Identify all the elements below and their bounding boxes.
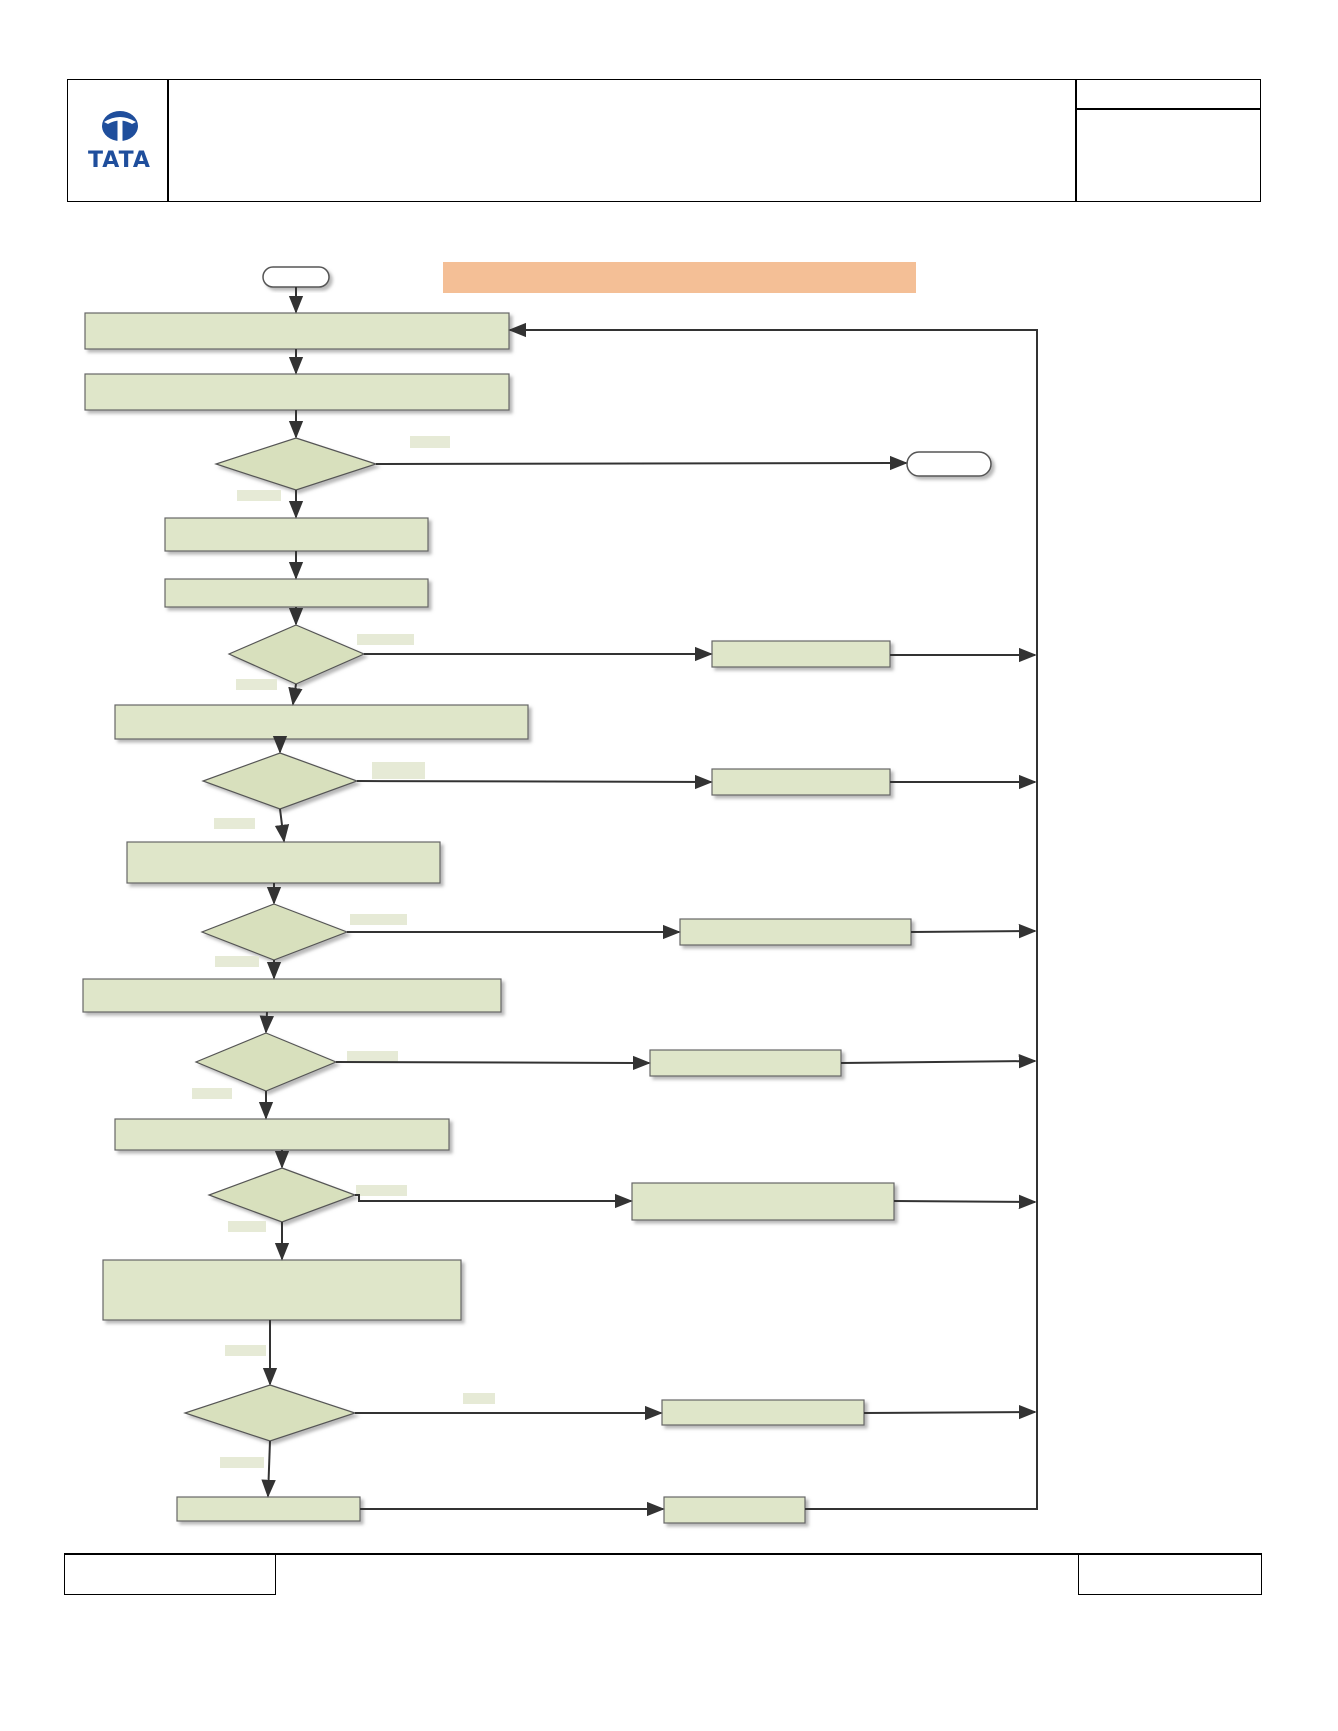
connector bbox=[910, 923, 1037, 939]
connector bbox=[261, 1440, 276, 1498]
decision-3 bbox=[201, 752, 359, 810]
end-terminator bbox=[906, 451, 992, 477]
header-divider-right bbox=[1075, 79, 1077, 202]
branch-label-boxes bbox=[192, 436, 495, 1468]
decision-4 bbox=[200, 903, 349, 961]
connector bbox=[355, 1193, 633, 1209]
branch-box-14 bbox=[463, 1393, 495, 1404]
branch-box-12 bbox=[228, 1221, 266, 1232]
tata-logo-icon: TATA bbox=[88, 111, 151, 173]
side-box-5 bbox=[631, 1182, 895, 1221]
connector bbox=[375, 455, 908, 471]
side-box-6 bbox=[661, 1399, 865, 1426]
header-info-divider bbox=[1075, 108, 1261, 110]
branch-box-8 bbox=[215, 956, 259, 967]
connector bbox=[893, 1194, 1037, 1210]
process-box-9 bbox=[102, 1259, 462, 1321]
branch-box-3 bbox=[357, 634, 414, 645]
decision-diamonds bbox=[183, 437, 378, 1442]
company-logo: TATA bbox=[82, 104, 162, 174]
branch-box-10 bbox=[192, 1088, 232, 1099]
connector bbox=[356, 774, 713, 790]
footer-center-text bbox=[290, 1560, 1070, 1590]
process-box-6 bbox=[126, 841, 441, 884]
process-box-1 bbox=[84, 312, 510, 350]
process-box-3 bbox=[164, 517, 429, 552]
header-frame bbox=[67, 79, 1261, 202]
decision-5 bbox=[194, 1032, 338, 1092]
process-box-10 bbox=[176, 1496, 361, 1522]
branch-box-6 bbox=[214, 818, 255, 829]
connector bbox=[274, 808, 290, 843]
side-box-4 bbox=[649, 1049, 842, 1077]
process-box-7 bbox=[82, 978, 502, 1013]
connector bbox=[335, 1055, 651, 1071]
footer-right-cell bbox=[1078, 1553, 1262, 1595]
connector bbox=[863, 1404, 1037, 1420]
branch-box-15 bbox=[220, 1457, 264, 1468]
decision-6 bbox=[207, 1167, 357, 1223]
branch-box-13 bbox=[225, 1345, 266, 1356]
side-box-1 bbox=[711, 640, 891, 668]
connector bbox=[840, 1053, 1037, 1069]
logo-wordmark: TATA bbox=[88, 148, 151, 173]
branch-box-5 bbox=[372, 762, 425, 779]
process-box-8 bbox=[114, 1118, 450, 1151]
side-box-7 bbox=[663, 1496, 806, 1524]
decision-1 bbox=[214, 437, 378, 491]
connectors bbox=[258, 287, 1038, 1517]
process-box-5 bbox=[114, 704, 529, 740]
decision-7 bbox=[183, 1384, 357, 1442]
branch-box-9 bbox=[347, 1051, 398, 1062]
branch-box-2 bbox=[237, 490, 281, 501]
connector bbox=[259, 1011, 275, 1034]
side-box-3 bbox=[679, 918, 912, 946]
process-box-2 bbox=[84, 373, 510, 411]
branch-box-1 bbox=[410, 436, 450, 448]
process-box-4 bbox=[164, 578, 429, 608]
connector bbox=[288, 683, 303, 706]
decision-2 bbox=[227, 624, 366, 685]
header-divider-left bbox=[167, 79, 169, 202]
footer-left-cell bbox=[64, 1553, 276, 1595]
branch-box-7 bbox=[350, 914, 407, 925]
branch-box-4 bbox=[236, 679, 277, 690]
branch-box-11 bbox=[356, 1185, 407, 1196]
title-banner bbox=[443, 262, 916, 293]
footer-line bbox=[64, 1553, 1262, 1555]
side-box-2 bbox=[711, 768, 891, 796]
start-terminator bbox=[262, 266, 330, 288]
side-boxes bbox=[631, 640, 912, 1524]
return-loop bbox=[508, 322, 1038, 1510]
